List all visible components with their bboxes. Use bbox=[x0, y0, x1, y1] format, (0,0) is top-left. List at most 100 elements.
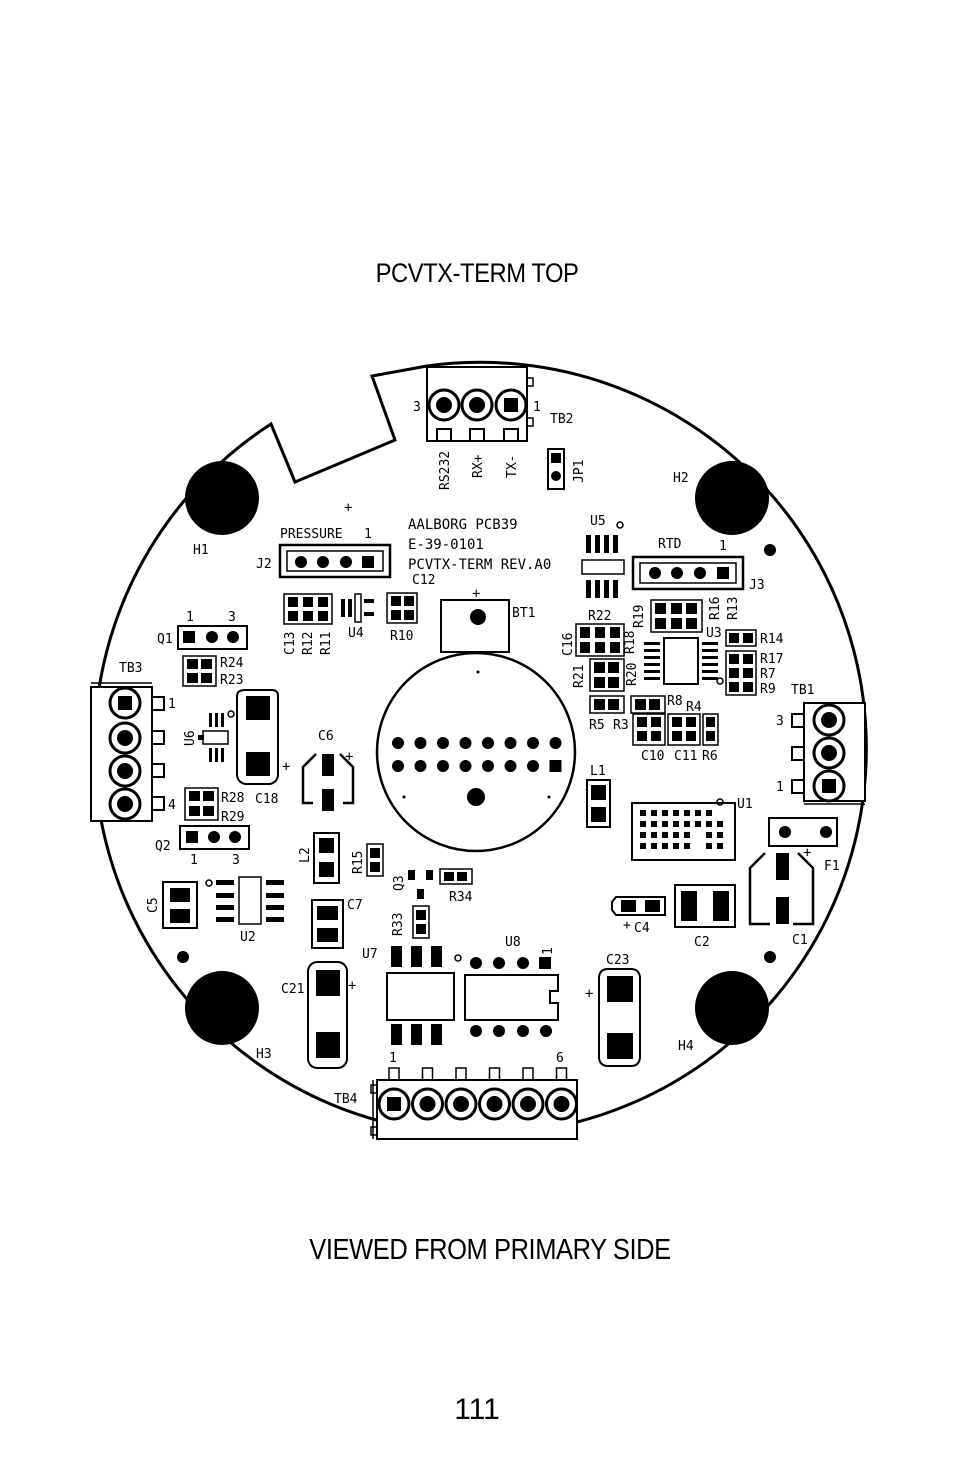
r14-label: R14 bbox=[760, 632, 784, 647]
resistor-array-r17-r7-r9 bbox=[725, 650, 757, 696]
q1-pin3-label: 3 bbox=[228, 610, 236, 625]
u1-pad bbox=[684, 810, 690, 816]
u1-pad bbox=[651, 821, 657, 827]
transistor-q1 bbox=[177, 625, 248, 650]
terminal-block-tb1 bbox=[791, 702, 866, 805]
tb4-pin bbox=[520, 1096, 536, 1112]
u1-pad bbox=[673, 810, 679, 816]
rx-plus-label: RX+ bbox=[471, 454, 486, 478]
u1-pad bbox=[684, 843, 690, 849]
jumper-jp1 bbox=[547, 448, 565, 490]
inductor-l1 bbox=[586, 779, 611, 828]
r7-label: R7 bbox=[760, 667, 776, 682]
resistor-array-r19 bbox=[650, 599, 703, 633]
header-pin bbox=[504, 737, 517, 749]
header-pin bbox=[482, 737, 494, 749]
r24-label: R24 bbox=[220, 656, 244, 671]
header-pin-square bbox=[549, 760, 562, 772]
r12-label: R12 bbox=[301, 632, 316, 655]
fiducial bbox=[764, 544, 776, 556]
u1-pad bbox=[684, 832, 690, 838]
chip-u1 bbox=[631, 798, 736, 861]
pressure-label: PRESSURE bbox=[280, 527, 343, 542]
r33-label: R33 bbox=[391, 913, 406, 936]
u1-pad bbox=[695, 810, 701, 816]
tb3-pin4-label: 4 bbox=[168, 798, 176, 813]
c1-label: C1 bbox=[792, 933, 808, 948]
capacitor-c2 bbox=[674, 884, 736, 928]
u1-pad bbox=[662, 843, 668, 849]
resistor-r34 bbox=[439, 868, 473, 885]
c4-label: C4 bbox=[634, 921, 650, 936]
fiducial bbox=[764, 951, 776, 963]
tb4-tab bbox=[555, 1067, 568, 1081]
resistor-array-r22 bbox=[575, 623, 625, 657]
tb4-pin bbox=[419, 1096, 436, 1112]
c13-label: C13 bbox=[283, 632, 298, 655]
c12-label: C12 bbox=[412, 573, 435, 588]
q1-label: Q1 bbox=[157, 632, 173, 647]
r15-label: R15 bbox=[351, 851, 366, 874]
r19-label: R19 bbox=[632, 605, 647, 628]
tb3-pin1-label: 1 bbox=[168, 697, 176, 712]
resistor-r21-r20 bbox=[589, 658, 625, 692]
h2-label: H2 bbox=[673, 471, 689, 486]
u5-label: U5 bbox=[590, 514, 606, 529]
c23-label: C23 bbox=[606, 953, 629, 968]
u1-pad bbox=[640, 843, 646, 849]
u1-pad bbox=[684, 821, 690, 827]
r34-label: R34 bbox=[449, 890, 473, 905]
chip-u3 bbox=[644, 637, 724, 685]
header-pin bbox=[504, 760, 517, 772]
h3-label: H3 bbox=[256, 1047, 272, 1062]
u1-pad bbox=[640, 810, 646, 816]
terminal-block-tb4 bbox=[370, 1067, 578, 1140]
r4-label: R4 bbox=[686, 700, 702, 715]
page-title: PCVTX-TERM TOP bbox=[375, 258, 579, 288]
u1-pad bbox=[662, 821, 668, 827]
connector-j2 bbox=[278, 543, 392, 579]
r28-label: R28 bbox=[221, 791, 244, 806]
tx-minus-label: TX- bbox=[505, 455, 520, 478]
r20-label: R20 bbox=[625, 663, 640, 686]
tb2-label: TB2 bbox=[550, 412, 573, 427]
tb1-pin1-label: 1 bbox=[776, 780, 784, 795]
u1-pad bbox=[706, 843, 712, 849]
u1-pad bbox=[651, 843, 657, 849]
u4-label: U4 bbox=[348, 626, 364, 641]
capacitor-c4 bbox=[611, 896, 666, 916]
header-pin bbox=[414, 760, 427, 772]
rs232-label: RS232 bbox=[438, 451, 453, 490]
fiducial bbox=[177, 951, 189, 963]
header-pin bbox=[437, 760, 449, 772]
q3-label: Q3 bbox=[392, 875, 407, 891]
resistor-r33 bbox=[412, 905, 430, 939]
c21-label: C21 bbox=[281, 982, 304, 997]
resistor-r10 bbox=[386, 592, 418, 624]
tb4-tab bbox=[522, 1067, 534, 1081]
silk-line-3: PCVTX-TERM REV.A0 bbox=[408, 557, 551, 573]
resistor-r14 bbox=[725, 629, 757, 647]
tb1-pin3-label: 3 bbox=[776, 714, 784, 729]
q1-pin1-label: 1 bbox=[186, 610, 194, 625]
tb4-tab bbox=[455, 1067, 467, 1081]
tb4-pin6-label: 6 bbox=[556, 1051, 564, 1066]
mounting-hole-h3 bbox=[185, 971, 259, 1045]
c6-plus-label: + bbox=[345, 749, 353, 765]
resistor-r24-r23 bbox=[182, 655, 217, 687]
tb4-pin bbox=[453, 1096, 469, 1112]
u1-pad bbox=[651, 810, 657, 816]
c23-plus-label: + bbox=[585, 986, 593, 1002]
r23-label: R23 bbox=[220, 673, 243, 688]
capacitor-c18 bbox=[236, 689, 279, 785]
u8-label: U8 bbox=[505, 935, 521, 950]
r5-label: R5 bbox=[589, 718, 605, 733]
l2-label: L2 bbox=[298, 847, 313, 863]
mounting-hole-h2 bbox=[695, 461, 769, 535]
pin-header bbox=[392, 737, 562, 772]
u2-label: U2 bbox=[240, 930, 256, 945]
u7-label: U7 bbox=[362, 947, 378, 962]
resistor-r28-r29 bbox=[184, 787, 219, 821]
tb4-pin bbox=[486, 1096, 503, 1112]
c4-plus-label: + bbox=[623, 918, 631, 933]
